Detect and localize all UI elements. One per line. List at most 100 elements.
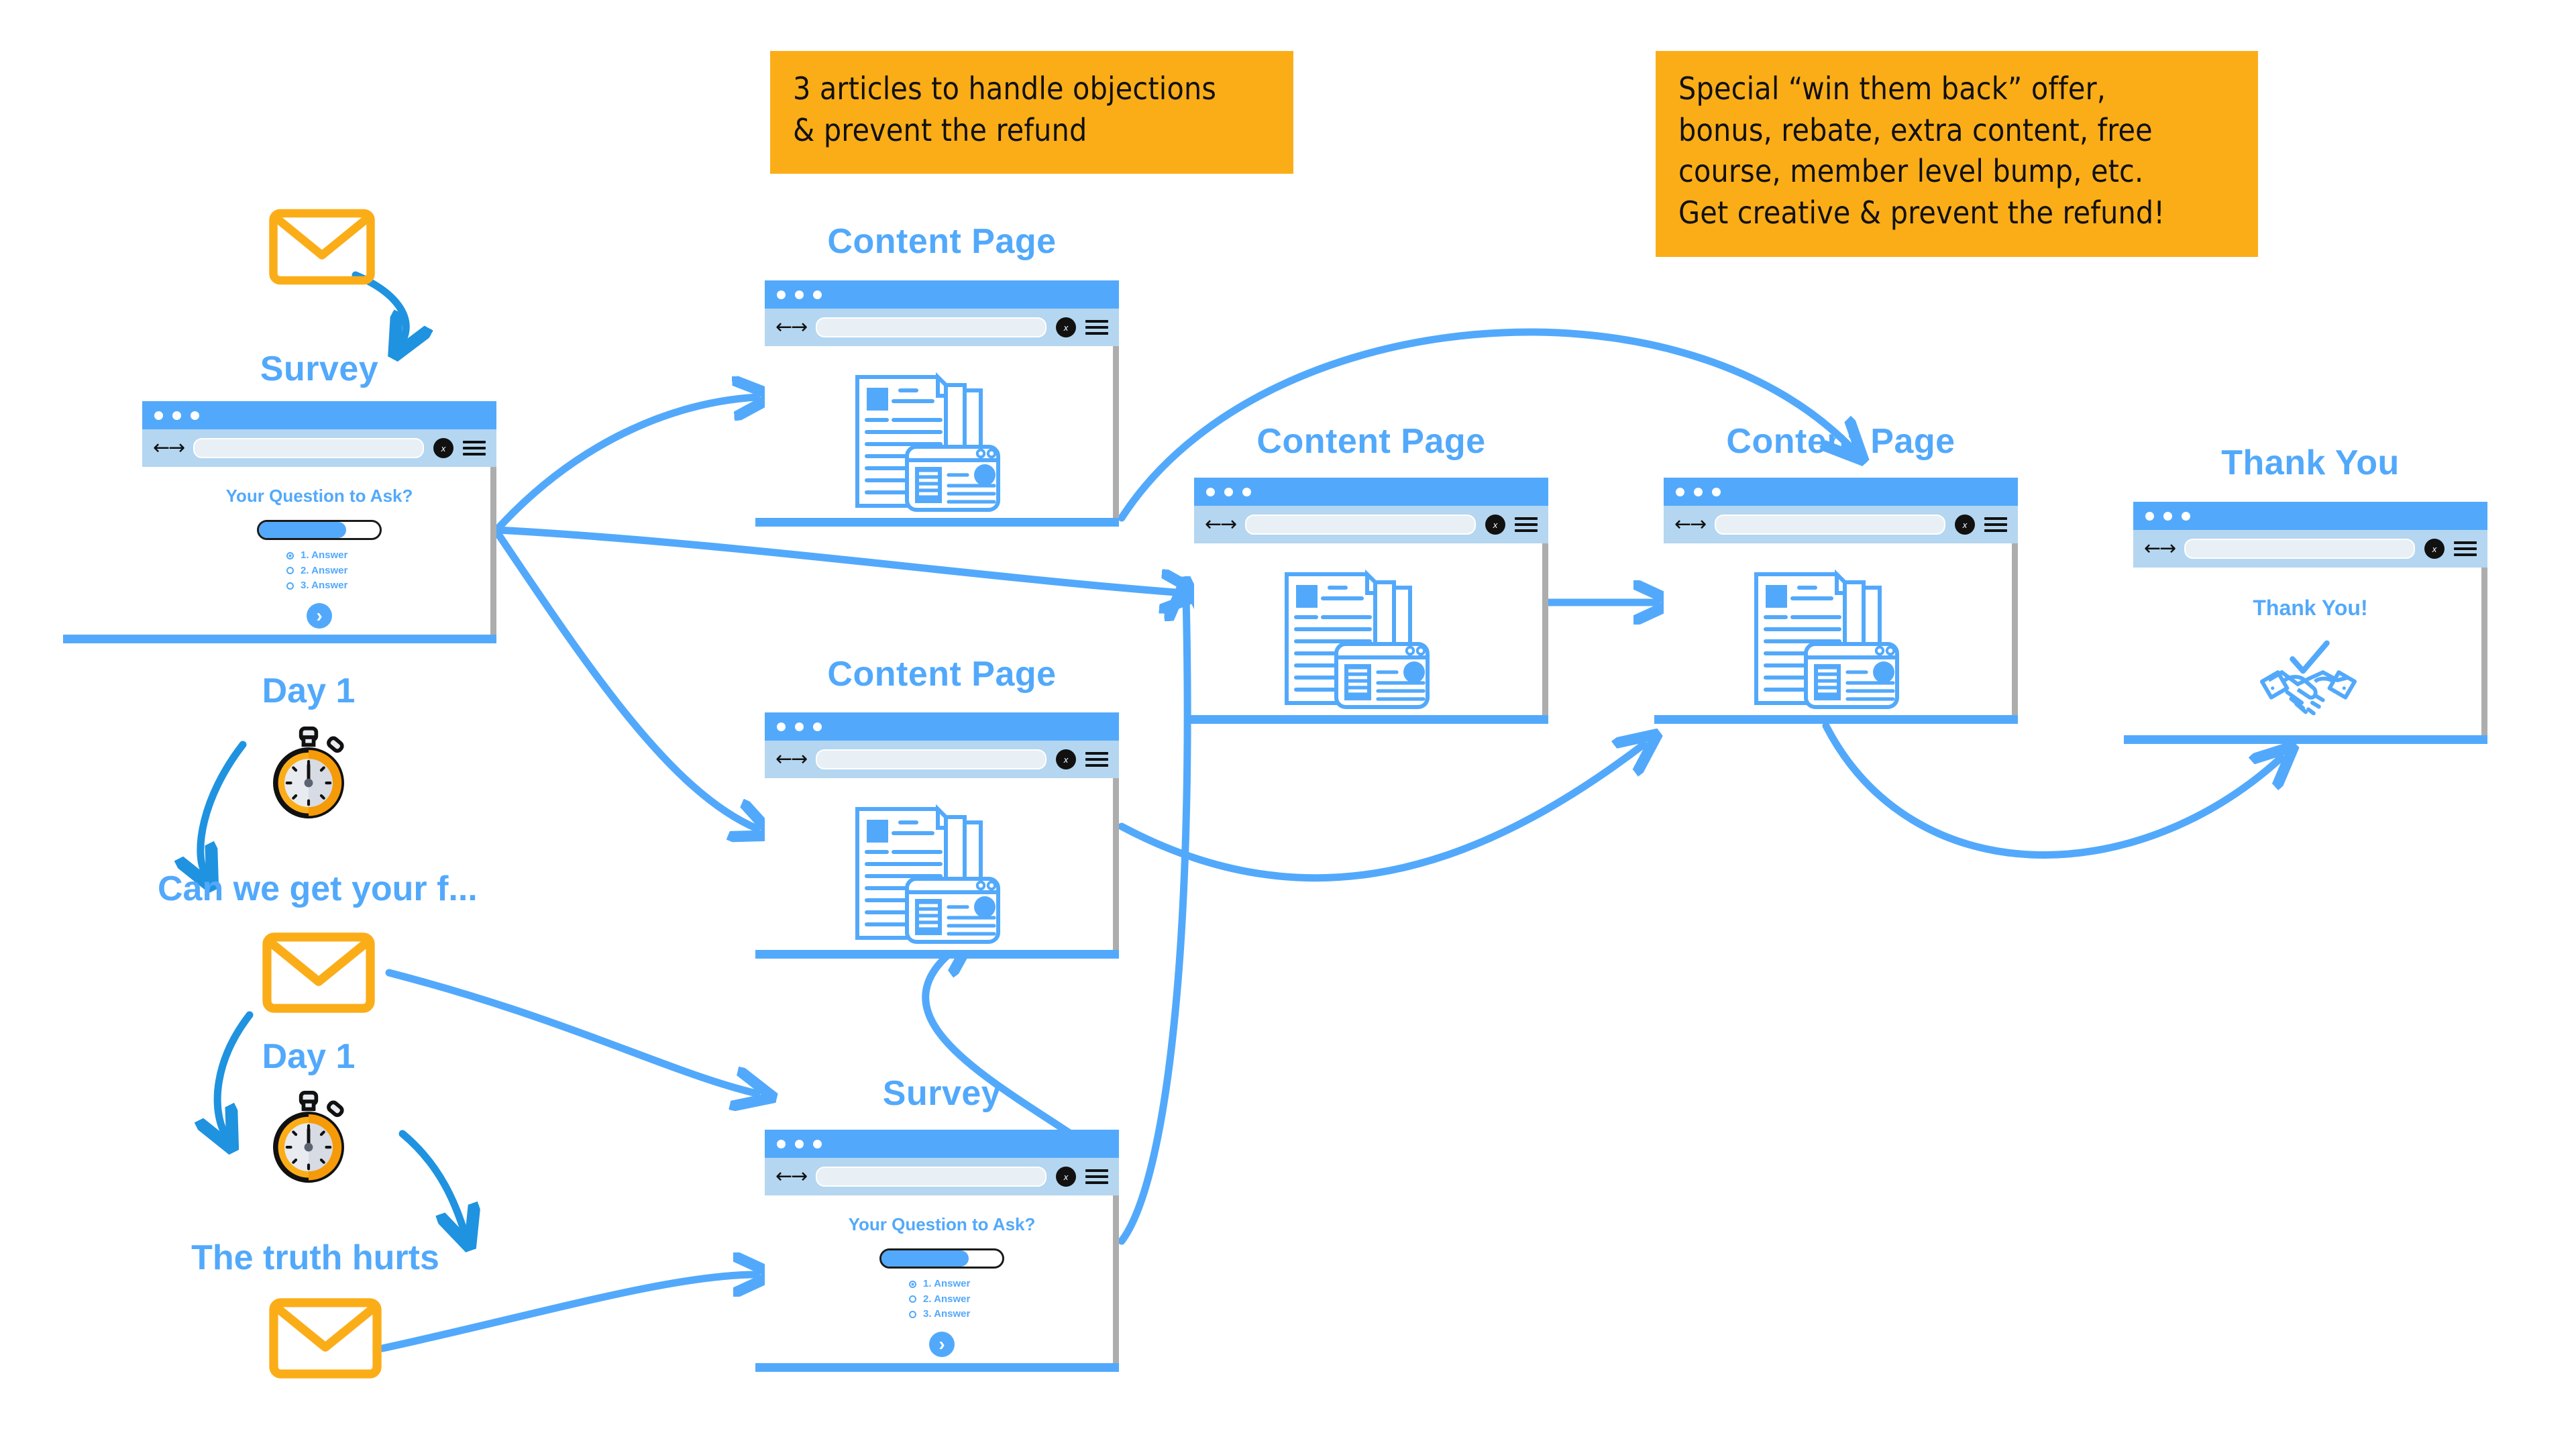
window-scrollbar[interactable] — [1542, 543, 1548, 715]
content-3-window[interactable]: ←→ x — [1185, 478, 1548, 724]
window-dot-minimize[interactable] — [172, 411, 181, 420]
nav-back-forward-icon[interactable]: ←→ — [775, 747, 808, 771]
survey-option-label: 3. Answer — [923, 1308, 971, 1320]
window-dot-close[interactable] — [1206, 487, 1215, 496]
window-titlebar — [2133, 502, 2487, 530]
survey-option[interactable]: 1. Answer — [286, 548, 496, 564]
nav-back-forward-icon[interactable]: ←→ — [775, 315, 808, 339]
email-label-truth: The truth hurts — [191, 1238, 439, 1277]
content-2-window[interactable]: ←→ x — [755, 712, 1119, 959]
window-baseline — [1185, 715, 1548, 724]
window-scrollbar[interactable] — [1113, 778, 1119, 950]
nav-back-forward-icon[interactable]: ←→ — [153, 436, 185, 460]
email-label-feedback: Can we get your f... — [158, 869, 478, 908]
radio-icon[interactable] — [286, 582, 294, 590]
arrow-curve-day1-bottom-left — [217, 1011, 254, 1134]
window-scrollbar[interactable] — [1113, 1195, 1119, 1363]
window-scrollbar[interactable] — [2012, 543, 2018, 715]
window-dot-close[interactable] — [777, 290, 786, 299]
close-icon[interactable]: x — [1056, 1167, 1076, 1187]
stopwatch-icon — [265, 1090, 352, 1184]
survey-top-window[interactable]: ←→ x Your Question to Ask? 1. Answer 2. … — [63, 401, 496, 643]
survey-option[interactable]: 2. Answer — [909, 1292, 1119, 1307]
nav-back-forward-icon[interactable]: ←→ — [2144, 537, 2176, 560]
radio-icon[interactable] — [909, 1295, 916, 1303]
window-dot-close[interactable] — [777, 722, 786, 731]
documents-icon — [852, 372, 1013, 514]
window-dot-minimize[interactable] — [1224, 487, 1233, 496]
close-icon[interactable]: x — [1056, 749, 1076, 769]
nav-back-forward-icon[interactable]: ←→ — [1674, 513, 1707, 536]
radio-icon[interactable] — [909, 1310, 916, 1318]
content-1-window[interactable]: ←→ x — [755, 280, 1119, 527]
window-dot-minimize[interactable] — [795, 290, 804, 299]
window-dot-maximize[interactable] — [191, 411, 199, 420]
url-input[interactable] — [193, 438, 424, 458]
radio-icon-selected[interactable] — [909, 1280, 916, 1288]
close-icon[interactable]: x — [433, 438, 453, 458]
window-scrollbar[interactable] — [490, 467, 496, 635]
window-dot-close[interactable] — [154, 411, 163, 420]
nav-back-forward-icon[interactable]: ←→ — [775, 1165, 808, 1188]
url-input[interactable] — [2184, 539, 2415, 559]
window-titlebar — [765, 1130, 1119, 1158]
window-dot-maximize[interactable] — [1712, 487, 1721, 496]
window-dot-maximize[interactable] — [813, 722, 822, 731]
hamburger-menu-icon[interactable] — [2454, 541, 2477, 556]
close-icon[interactable]: x — [2424, 539, 2445, 559]
hamburger-menu-icon[interactable] — [1085, 320, 1108, 335]
window-dot-maximize[interactable] — [1242, 487, 1251, 496]
window-baseline — [755, 518, 1119, 527]
url-input[interactable] — [816, 749, 1046, 769]
close-icon[interactable]: x — [1056, 317, 1076, 337]
arrow-surveybottom-to-content3 — [1118, 597, 1187, 1245]
step-label-day1-bottom: Day 1 — [262, 1037, 356, 1076]
hamburger-menu-icon[interactable] — [1085, 752, 1108, 767]
window-baseline — [63, 635, 496, 643]
survey-next-button[interactable]: › — [929, 1331, 955, 1357]
window-baseline — [1654, 715, 2018, 724]
window-dot-maximize[interactable] — [2182, 511, 2190, 521]
window-dot-close[interactable] — [2145, 511, 2154, 521]
window-dot-maximize[interactable] — [813, 1139, 822, 1148]
radio-icon[interactable] — [286, 567, 294, 575]
nav-back-forward-icon[interactable]: ←→ — [1205, 513, 1237, 536]
arrow-survey-to-content2 — [494, 529, 757, 828]
survey-option[interactable]: 3. Answer — [909, 1307, 1119, 1322]
url-input[interactable] — [816, 1167, 1046, 1187]
arrow-curve-day1-bottom-right — [398, 1130, 464, 1231]
thank-you-window[interactable]: ←→ x Thank You! — [2124, 502, 2487, 744]
window-dot-minimize[interactable] — [795, 722, 804, 731]
hamburger-menu-icon[interactable] — [1085, 1169, 1108, 1184]
hamburger-menu-icon[interactable] — [1984, 517, 2007, 532]
window-dot-minimize[interactable] — [2163, 511, 2172, 521]
url-input[interactable] — [1245, 515, 1476, 535]
survey-option-label: 1. Answer — [923, 1278, 971, 1289]
survey-option[interactable]: 1. Answer — [909, 1277, 1119, 1292]
window-toolbar: ←→ x — [142, 429, 496, 467]
url-input[interactable] — [816, 317, 1046, 337]
window-scrollbar[interactable] — [1113, 346, 1119, 518]
survey-option[interactable]: 3. Answer — [286, 578, 496, 594]
radio-icon-selected[interactable] — [286, 551, 294, 559]
step-label-day1-top: Day 1 — [262, 672, 356, 710]
url-input[interactable] — [1715, 515, 1945, 535]
survey-option[interactable]: 2. Answer — [286, 564, 496, 579]
window-dot-maximize[interactable] — [813, 290, 822, 299]
hamburger-menu-icon[interactable] — [1515, 517, 1538, 532]
window-titlebar — [765, 280, 1119, 309]
window-dot-close[interactable] — [1676, 487, 1684, 496]
survey-options: 1. Answer 2. Answer 3. Answer — [142, 548, 496, 594]
window-dot-close[interactable] — [777, 1139, 786, 1148]
arrow-email3-to-surveybottom — [378, 1275, 757, 1352]
close-icon[interactable]: x — [1485, 515, 1505, 535]
close-icon[interactable]: x — [1955, 515, 1975, 535]
window-scrollbar[interactable] — [2481, 568, 2487, 735]
survey-bottom-window[interactable]: ←→ x Your Question to Ask? 1. Answer 2. … — [755, 1130, 1119, 1372]
window-dot-minimize[interactable] — [1694, 487, 1703, 496]
survey-next-button[interactable]: › — [307, 602, 332, 629]
content-4-window[interactable]: ←→ x — [1654, 478, 2018, 724]
window-viewport — [765, 778, 1119, 950]
window-dot-minimize[interactable] — [795, 1139, 804, 1148]
hamburger-menu-icon[interactable] — [463, 441, 486, 455]
